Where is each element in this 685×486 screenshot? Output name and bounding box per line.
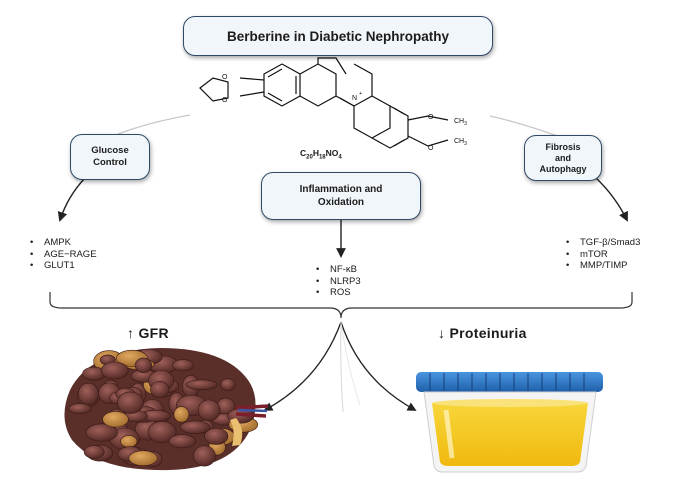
kidney-lobe: [150, 380, 170, 398]
list-item: AMPK: [30, 237, 97, 249]
kidney-lobe: [172, 359, 194, 372]
kidney-lobe: [185, 379, 218, 391]
kidney-lobe: [68, 403, 92, 414]
atom-o-1: O: [222, 74, 228, 81]
kidney-lobe: [147, 421, 177, 443]
methyl-1: CH3: [454, 118, 467, 127]
kidney-image: [64, 348, 269, 471]
urine-cup-image: [416, 372, 603, 473]
list-item: MMP/TIMP: [566, 260, 640, 272]
inflammation-box-line2: Oxidation: [317, 197, 365, 208]
kidney-lobe: [100, 361, 129, 380]
kidney-lobe: [120, 435, 138, 448]
glucose-box-line2: Control: [93, 157, 127, 168]
connector-left: [117, 114, 191, 135]
list-item: NLRP3: [316, 276, 361, 288]
title-box: Berberine in Diabetic Nephropathy: [183, 16, 493, 56]
kidney-lobe: [197, 399, 221, 421]
inflammation-targets-list: NF-κB NLRP3 ROS: [316, 264, 361, 299]
fibrosis-targets-list: TGF-β/Smad3 mTOR MMP/TIMP: [566, 237, 640, 272]
arrow-fibrosis: [595, 177, 628, 222]
kidney-lobe: [173, 406, 190, 423]
gfr-outcome-label: ↑ GFR: [127, 325, 169, 341]
kidney-lobe: [78, 382, 99, 406]
list-item: mTOR: [566, 249, 640, 261]
atom-n: N: [352, 95, 357, 102]
kidney-lobe: [83, 445, 105, 459]
fibrosis-box-line3: Autophagy: [539, 163, 587, 174]
arrow-to-kidney: [263, 321, 342, 411]
glucose-box-line1: Glucose: [91, 145, 129, 156]
glucose-targets-list: AMPK AGE−RAGE GLUT1: [30, 237, 97, 272]
berberine-structure: [199, 57, 449, 149]
fibrosis-autophagy-box: Fibrosis and Autophagy: [524, 135, 602, 181]
molecular-formula: C20H18NO4: [300, 148, 342, 161]
atom-n-charge: +: [359, 91, 362, 97]
arrow-glucose: [57, 177, 86, 222]
proteinuria-outcome-label: ↓ Proteinuria: [438, 325, 527, 341]
kidney-lobe: [193, 445, 216, 467]
fibrosis-box-line1: Fibrosis: [545, 141, 581, 152]
list-item: TGF-β/Smad3: [566, 237, 640, 249]
kidney-lobe: [220, 378, 236, 391]
atom-o-4: O: [428, 145, 434, 152]
kidney-lobe: [85, 423, 118, 442]
inflammation-box-line1: Inflammation and: [299, 184, 383, 195]
fibrosis-box-line2: and: [554, 152, 571, 163]
atom-o-2: O: [222, 97, 228, 104]
guide-line-2: [340, 321, 361, 406]
guide-line: [340, 321, 344, 413]
arrow-to-cup: [340, 321, 417, 411]
kidney-lobe: [134, 357, 152, 374]
glucose-control-box: Glucose Control: [70, 134, 150, 180]
page-title: Berberine in Diabetic Nephropathy: [226, 28, 450, 44]
kidney-lobe: [102, 411, 129, 428]
kidney-lobe: [168, 434, 196, 449]
methyl-2: CH3: [454, 138, 467, 147]
kidney-lobe: [180, 420, 211, 434]
kidney-lobe: [117, 391, 144, 414]
list-item: ROS: [316, 287, 361, 299]
inflammation-oxidation-box: Inflammation and Oxidation: [261, 172, 421, 220]
atom-o-3: O: [428, 114, 434, 121]
list-item: GLUT1: [30, 260, 97, 272]
connector-right: [489, 115, 561, 138]
kidney-lobe: [204, 427, 229, 445]
kidney-lobe: [128, 450, 158, 467]
list-item: NF-κB: [316, 264, 361, 276]
brace: [49, 292, 633, 319]
list-item: AGE−RAGE: [30, 249, 97, 261]
